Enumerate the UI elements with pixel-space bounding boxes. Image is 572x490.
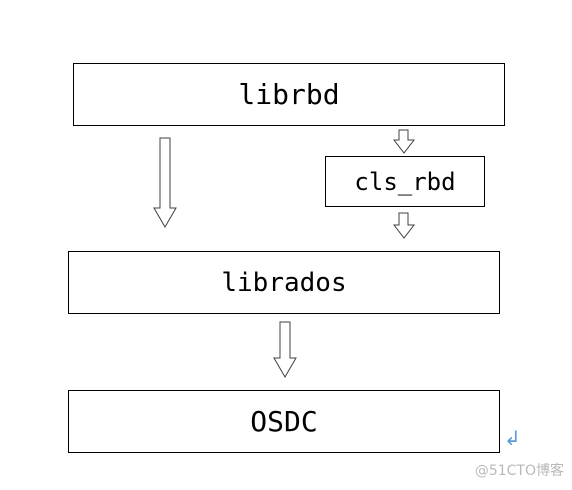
arrow-librbd-to-librados xyxy=(153,137,177,228)
librbd-box: librbd xyxy=(73,63,505,126)
arrow-cls-rbd-to-librados xyxy=(392,212,416,239)
watermark: @51CTO博客 xyxy=(474,463,564,479)
cls-rbd-label: cls_rbd xyxy=(354,167,456,196)
arrow-librbd-to-cls-rbd xyxy=(392,129,416,154)
arrow-librados-to-osdc xyxy=(273,321,297,378)
librbd-label: librbd xyxy=(238,78,340,111)
osdc-label: OSDC xyxy=(250,405,318,438)
paragraph-mark-icon: ↲ xyxy=(504,426,521,450)
librados-box: librados xyxy=(68,251,500,314)
librados-label: librados xyxy=(221,267,347,298)
cls-rbd-box: cls_rbd xyxy=(325,156,485,207)
osdc-box: OSDC xyxy=(68,390,500,453)
